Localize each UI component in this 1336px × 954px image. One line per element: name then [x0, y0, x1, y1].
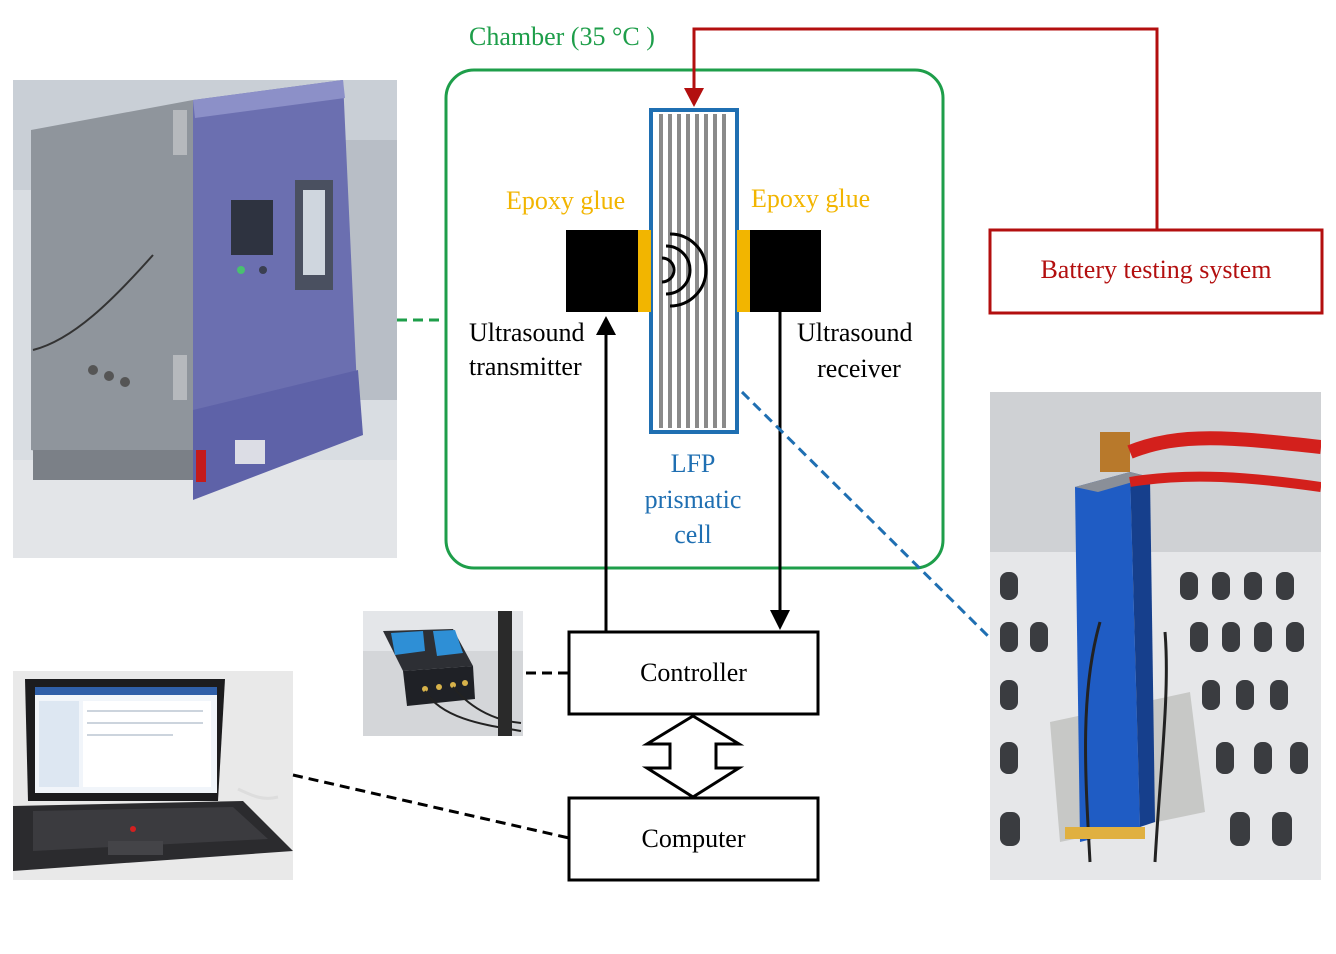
bidirectional-arrow-icon: [641, 714, 745, 799]
battery-testing-box: [988, 228, 1324, 315]
ultrasound-receiver-block: [750, 230, 821, 312]
chamber-label: Chamber (35 °C ): [469, 22, 655, 51]
epoxy-glue-left: [638, 230, 651, 312]
ultrasound-transmitter-block: [566, 230, 638, 312]
lfp-label-line3: cell: [674, 520, 712, 549]
epoxy-glue-right: [737, 230, 750, 312]
battery-test-wire: [692, 27, 1159, 230]
transmitter-label-line2: transmitter: [469, 352, 582, 381]
lfp-label-line2: prismatic: [644, 485, 742, 514]
computer-label: Computer: [641, 824, 746, 853]
epoxy-glue-right-label: Epoxy glue: [751, 184, 871, 213]
laptop-photo: [13, 671, 293, 880]
battery-test-arrowhead: [684, 88, 704, 107]
lfp-cell-layers: [659, 114, 726, 428]
cell-photo-connector: [740, 390, 992, 640]
receiver-label-line2: receiver: [817, 354, 901, 383]
controller-device-photo: [363, 611, 523, 736]
prismatic-cell-photo: [990, 392, 1321, 880]
battery-testing-label: Battery testing system: [1040, 255, 1272, 284]
environmental-chamber-photo: [13, 80, 397, 558]
controller-label: Controller: [640, 658, 747, 687]
controller-box: [567, 630, 820, 716]
ultrasound-wave-icon: [661, 232, 708, 308]
receiver-label-line1: Ultrasound: [797, 318, 913, 347]
lfp-label-line1: LFP: [670, 449, 716, 478]
epoxy-glue-left-label: Epoxy glue: [506, 186, 626, 215]
laptop-photo-connector: [292, 773, 570, 840]
transmitter-label-line1: Ultrasound: [469, 318, 585, 347]
